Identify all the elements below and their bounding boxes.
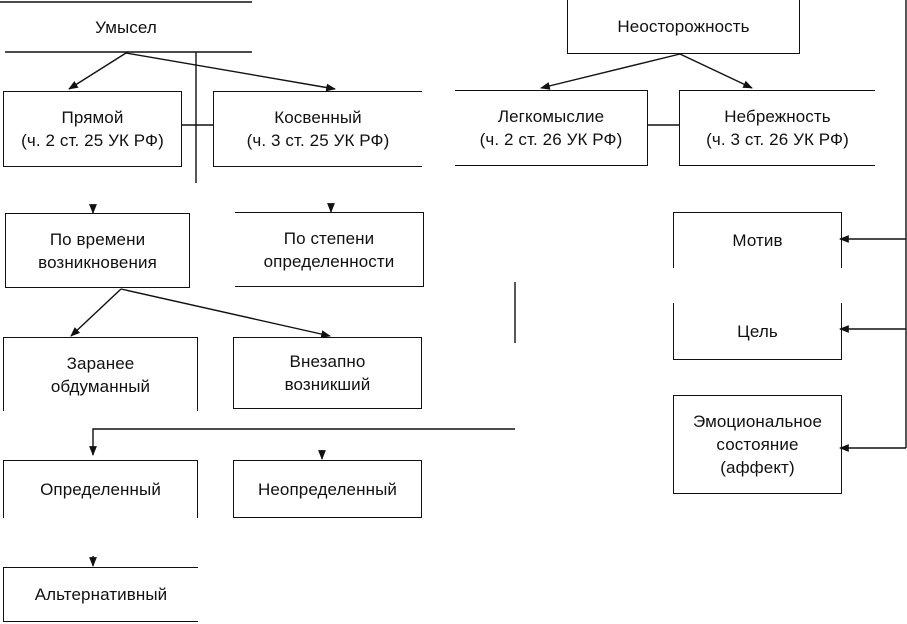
node-tsel: Цель — [673, 303, 842, 360]
node-kosvenny-article: (ч. 3 ст. 25 УК РФ) — [246, 131, 390, 150]
node-emotsionalnoe-line1: Эмоциональное — [692, 412, 823, 431]
node-umysel-label: Умысел — [95, 17, 157, 37]
node-alternativny-label: Альтернативный — [34, 585, 168, 604]
node-nebrezhnost-article: (ч. 3 ст. 26 УК РФ) — [706, 130, 849, 149]
node-neopredelenny-label: Неопределенный — [257, 479, 397, 499]
arrow-vremeni-vnezapno — [120, 288, 331, 338]
node-neostorozhnost: Неосторожность — [567, 0, 800, 54]
node-zaranee-line1: Заранее — [66, 353, 135, 373]
arrow-umysel-kosvenny — [125, 52, 336, 92]
arrow-umysel-pryamoy — [68, 52, 127, 90]
node-tsel-label: Цель — [737, 321, 778, 341]
node-po-vremeni-line2: возникновения — [38, 252, 157, 272]
node-opredelenny-label: Определенный — [40, 480, 161, 499]
node-zaranee-line2: обдуманный — [50, 376, 151, 396]
node-alternativny: Альтернативный — [3, 567, 198, 622]
node-po-stepeni-line2: определенности — [263, 251, 395, 271]
arrow-neostor-nebrezhnost — [679, 53, 753, 89]
node-zaranee: Заранее обдуманный — [3, 337, 198, 411]
node-vnezapno: Внезапно возникший — [233, 337, 422, 409]
node-motiv-label: Мотив — [732, 231, 783, 250]
node-emotsionalnoe-line3: (аффект) — [720, 458, 795, 477]
node-nebrezhnost-label: Небрежность — [724, 107, 831, 126]
node-motiv: Мотив — [673, 212, 842, 268]
node-vnezapno-line2: возникший — [284, 375, 371, 394]
node-po-stepeni-line1: По степени — [283, 228, 375, 248]
arrow-neostor-legkomyslie — [540, 53, 681, 90]
arrow-vremeni-zaranee — [70, 288, 122, 337]
node-po-vremeni: По времени возникновения — [5, 213, 190, 288]
node-kosvenny-label: Косвенный — [274, 108, 362, 127]
node-po-stepeni: По степени определенности — [235, 212, 424, 287]
node-nebrezhnost: Небрежность (ч. 3 ст. 26 УК РФ) — [679, 90, 875, 166]
node-vnezapno-line1: Внезапно — [289, 352, 366, 371]
node-neopredelenny: Неопределенный — [233, 460, 422, 518]
node-neostorozhnost-label: Неосторожность — [617, 17, 750, 36]
node-emotsionalnoe: Эмоциональное состояние (аффект) — [673, 395, 842, 494]
node-emotsionalnoe-line2: состояние — [716, 435, 799, 454]
node-kosvenny: Косвенный (ч. 3 ст. 25 УК РФ) — [213, 91, 422, 167]
node-pryamoy-article: (ч. 2 ст. 25 УК РФ) — [21, 131, 164, 150]
bracket-line — [89, 428, 515, 456]
node-pryamoy: Прямой (ч. 2 ст. 25 УК РФ) — [3, 91, 182, 167]
node-po-vremeni-line1: По времени — [49, 229, 146, 249]
node-opredelenny: Определенный — [3, 460, 198, 518]
node-legkomyslie-article: (ч. 2 ст. 26 УК РФ) — [479, 130, 623, 149]
node-legkomyslie-label: Легкомыслие — [497, 107, 605, 126]
node-pryamoy-label: Прямой — [61, 108, 124, 127]
node-legkomyslie: Легкомыслие (ч. 2 ст. 26 УК РФ) — [455, 90, 648, 166]
node-umysel: Умысел — [0, 3, 252, 51]
